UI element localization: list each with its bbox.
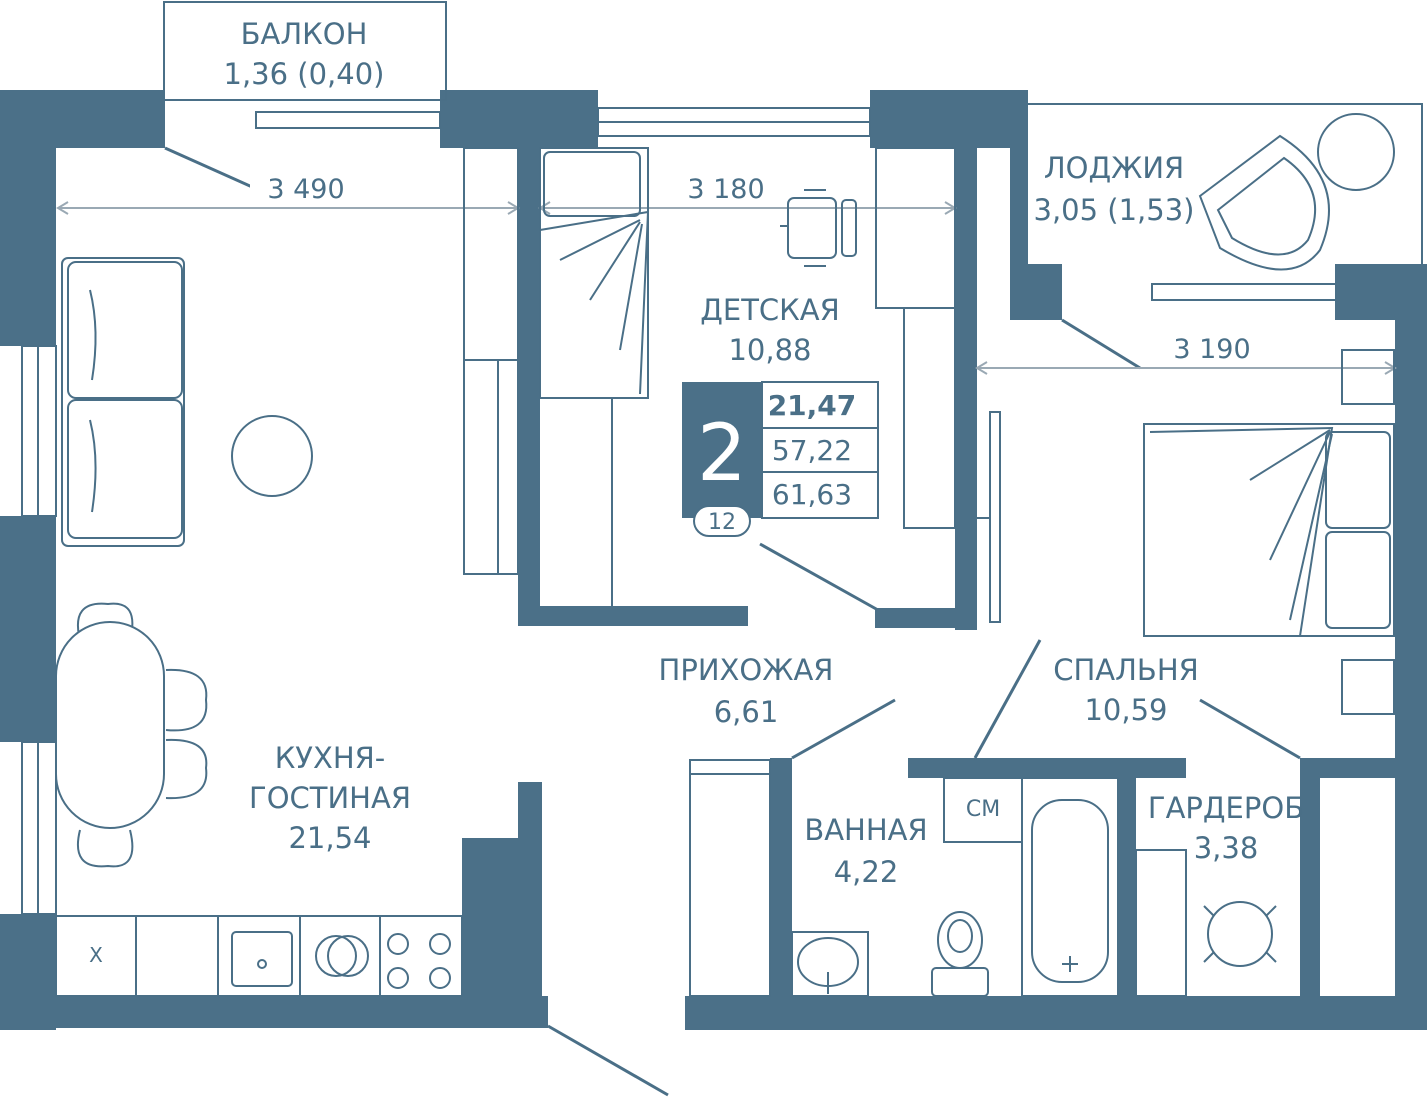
kitchen-sink-icon: [231, 931, 293, 987]
closet-kitchen-top: [463, 147, 519, 361]
dish-icon: [315, 935, 369, 977]
tv-panel: [989, 411, 1001, 623]
balcony-window: [255, 111, 441, 129]
badge-total-with-balcony: 61,63: [772, 478, 852, 511]
wall-top-right: [870, 90, 1028, 148]
bathtub-icon: [1021, 777, 1119, 997]
badge-floor: 12: [708, 510, 736, 535]
wall-loggia-left: [1010, 90, 1028, 270]
wall-top-left: [0, 90, 165, 148]
kitchen-counter: [55, 915, 463, 997]
apartment-badge: 2 21,47 57,22 61,63 12: [682, 381, 879, 537]
kids-desk: [903, 307, 956, 529]
windows: [21, 1, 1423, 915]
wall-right: [1395, 264, 1427, 1030]
kids-area: 10,88: [728, 333, 811, 367]
dim-kitchen: 3 490: [267, 174, 344, 205]
wall-left-middle: [0, 516, 56, 742]
bedroom-area: 10,59: [1084, 693, 1167, 727]
stove-icon: [387, 933, 451, 989]
kitchen-cell-label: Х: [89, 943, 103, 967]
badge-total-area: 57,22: [772, 434, 852, 467]
nightstand-top: [1341, 349, 1395, 405]
boiler-icon: [1203, 901, 1277, 967]
wardrobe-name: ГАРДЕРОБ: [1148, 791, 1304, 825]
hall-area: 6,61: [714, 695, 779, 729]
closet-kitchen-bottom: [463, 359, 519, 575]
loggia-name: ЛОДЖИЯ: [1044, 151, 1184, 185]
door-bathroom: [791, 698, 896, 760]
door-entrance: [547, 1024, 669, 1097]
hall-closet: [689, 759, 771, 997]
wall-kids-bottom-right: [875, 608, 975, 628]
wall-bath-top: [908, 758, 1186, 778]
wall-kids-left: [518, 148, 540, 626]
chair-icon: [780, 189, 857, 267]
wardrobe-area: 3,38: [1194, 831, 1259, 865]
kitchen-name-2: ГОСТИНАЯ: [249, 781, 411, 815]
kids-name: ДЕТСКАЯ: [700, 293, 840, 327]
bed-icon: [539, 147, 650, 606]
wall-top-middle: [440, 90, 598, 148]
wall-bath-wardrobe: [1118, 758, 1136, 1008]
kitchen-area: 21,54: [288, 821, 371, 855]
bed-double-icon: [1143, 423, 1395, 637]
balcony-area: 1,36 (0,40): [224, 57, 385, 91]
washing-machine-label: СМ: [966, 797, 1000, 822]
wall-kids-bedroom: [955, 130, 977, 630]
badge-living-area: 21,47: [768, 389, 857, 422]
wall-wardrobe-right: [1300, 758, 1320, 1008]
badge-rooms: 2: [697, 409, 747, 499]
loggia-window: [1151, 283, 1337, 301]
balcony-name: БАЛКОН: [241, 17, 368, 51]
door-kids: [759, 542, 879, 612]
wall-bath-left: [770, 758, 792, 1008]
sink-icon: [791, 931, 869, 997]
bedroom-name: СПАЛЬНЯ: [1053, 653, 1199, 687]
wardrobe-shelf: [1135, 849, 1187, 997]
kids-shelf: [875, 147, 956, 309]
room-labels: БАЛКОН 1,36 (0,40) ЛОДЖИЯ 3,05 (1,53) ДЕ…: [89, 17, 1304, 967]
kitchen-name-1: КУХНЯ-: [275, 741, 386, 775]
dim-kids: 3 180: [687, 174, 764, 205]
toilet-icon: [931, 911, 989, 997]
wall-loggia-corner: [1010, 264, 1062, 320]
dim-bedroom: 3 190: [1173, 334, 1250, 365]
dimension-lines: [56, 201, 1397, 375]
balcony-outline: [163, 1, 447, 101]
hall-name: ПРИХОЖАЯ: [659, 653, 834, 687]
doors: [164, 146, 1301, 1097]
round-table-icon: [231, 415, 313, 497]
armchair-icon: [1198, 113, 1395, 271]
door-loggia: [1061, 318, 1141, 370]
wall-kids-bottom-left: [518, 606, 748, 626]
wall-wardrobe-top: [1300, 758, 1400, 778]
wall-bottom-left: [0, 996, 548, 1028]
door-wardrobe: [1199, 698, 1301, 760]
walls: [0, 90, 1427, 1030]
nightstand-bottom: [1341, 659, 1395, 715]
loggia-area: 3,05 (1,53): [1034, 193, 1195, 227]
bathroom-name: ВАННАЯ: [804, 813, 927, 847]
dining-table-icon: [55, 602, 208, 868]
loggia-outline: [1028, 103, 1423, 264]
door-bedroom: [973, 639, 1042, 759]
bathroom-area: 4,22: [834, 855, 899, 889]
sofa-icon: [61, 257, 185, 547]
wall-kitchen-stub: [518, 782, 542, 842]
badge-rooms-box: [682, 382, 762, 518]
